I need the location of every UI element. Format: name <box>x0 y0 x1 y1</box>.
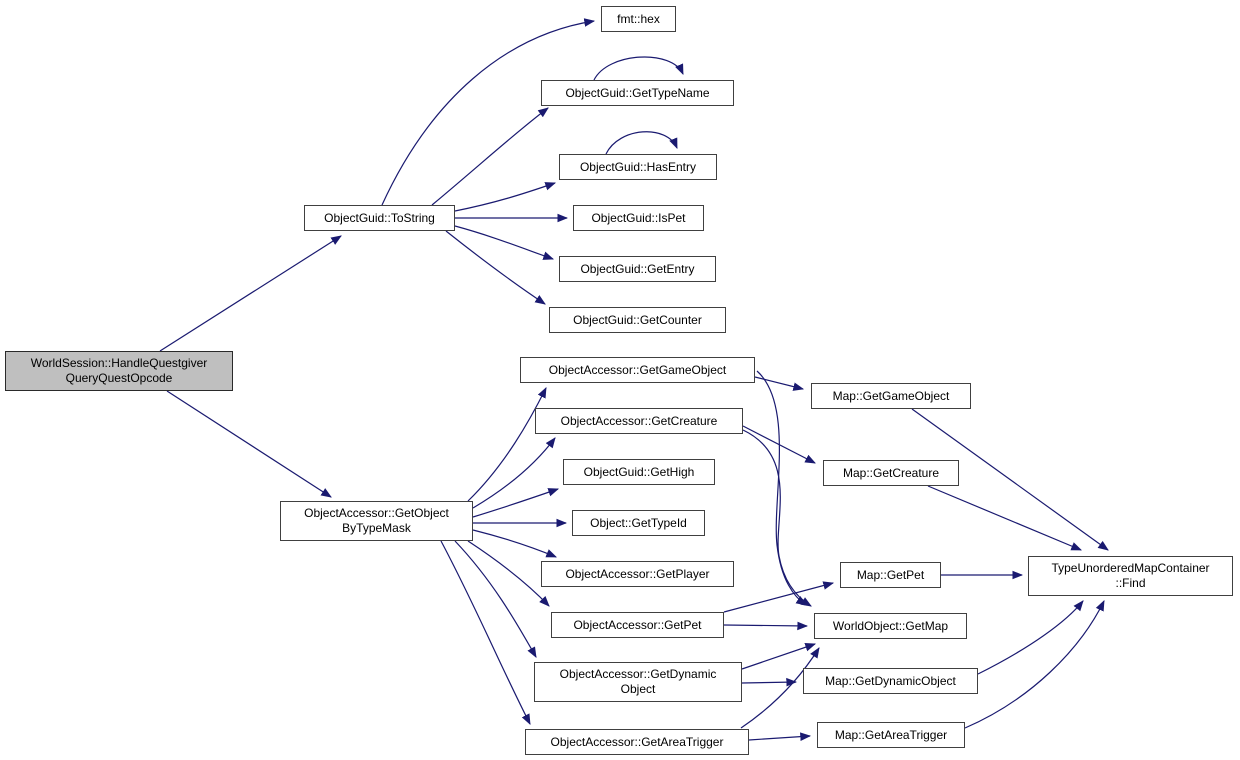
edge-root-to-toString <box>159 235 342 352</box>
edge-getTypeName-to-getTypeName <box>593 56 684 81</box>
node-isPet[interactable]: ObjectGuid::IsPet <box>573 205 704 231</box>
edge-mapGetAreaTrigger-to-find <box>964 600 1105 729</box>
edge-oaGetGameObject-to-getMap <box>756 370 807 606</box>
edge-oaGetCreature-to-mapGetCreature <box>742 425 816 464</box>
edge-toString-to-hasEntry <box>454 182 557 212</box>
edge-toString-to-getCounter <box>445 230 546 305</box>
node-oaGetPet[interactable]: ObjectAccessor::GetPet <box>551 612 724 638</box>
edge-oaGetAreaTrigger-to-mapGetAreaTrigger <box>748 732 812 741</box>
edge-oaGetDynamicObject-to-getMap <box>741 643 817 670</box>
edge-toString-to-getEntry <box>454 225 555 260</box>
node-getTypeName[interactable]: ObjectGuid::GetTypeName <box>541 80 734 106</box>
edge-toString-to-getTypeName <box>431 107 549 206</box>
node-getTypeId[interactable]: Object::GetTypeId <box>572 510 705 536</box>
node-oaGetDynamicObject[interactable]: ObjectAccessor::GetDynamic Object <box>534 662 742 702</box>
edge-oaGetPet-to-getMap <box>723 621 809 631</box>
node-getEntry[interactable]: ObjectGuid::GetEntry <box>559 256 716 282</box>
node-oaGetGameObject[interactable]: ObjectAccessor::GetGameObject <box>520 357 755 383</box>
edge-oaGetDynamicObject-to-mapGetDynamicObject <box>741 677 798 687</box>
node-mapGetAreaTrigger[interactable]: Map::GetAreaTrigger <box>817 722 965 748</box>
edge-mapGetGameObject-to-find <box>911 408 1109 551</box>
edge-mapGetDynamicObject-to-find <box>977 600 1084 675</box>
node-mapGetGameObject[interactable]: Map::GetGameObject <box>811 383 971 409</box>
edge-toString-to-fmtHex <box>381 18 596 206</box>
node-mapGetPet[interactable]: Map::GetPet <box>840 562 941 588</box>
edge-byTypeMask-to-oaGetDynamicObject <box>454 540 537 658</box>
node-byTypeMask[interactable]: ObjectAccessor::GetObject ByTypeMask <box>280 501 473 541</box>
edge-byTypeMask-to-oaGetAreaTrigger <box>440 540 531 725</box>
node-getHigh[interactable]: ObjectGuid::GetHigh <box>563 459 715 485</box>
node-getMap[interactable]: WorldObject::GetMap <box>814 613 967 639</box>
edge-oaGetAreaTrigger-to-getMap <box>740 647 820 729</box>
edge-byTypeMask-to-oaGetPet <box>467 540 550 607</box>
node-mapGetDynamicObject[interactable]: Map::GetDynamicObject <box>803 668 978 694</box>
node-find[interactable]: TypeUnorderedMapContainer ::Find <box>1028 556 1233 596</box>
edge-byTypeMask-to-oaGetCreature <box>472 437 556 509</box>
node-toString[interactable]: ObjectGuid::ToString <box>304 205 455 231</box>
node-oaGetAreaTrigger[interactable]: ObjectAccessor::GetAreaTrigger <box>525 729 749 755</box>
edge-oaGetPet-to-mapGetPet <box>723 581 835 613</box>
node-oaGetPlayer[interactable]: ObjectAccessor::GetPlayer <box>541 561 734 587</box>
edge-byTypeMask-to-oaGetPlayer <box>472 529 557 558</box>
node-oaGetCreature[interactable]: ObjectAccessor::GetCreature <box>535 408 743 434</box>
edge-hasEntry-to-hasEntry <box>605 131 678 155</box>
node-fmtHex[interactable]: fmt::hex <box>601 6 676 32</box>
node-getCounter[interactable]: ObjectGuid::GetCounter <box>549 307 726 333</box>
edge-mapGetCreature-to-find <box>927 485 1082 551</box>
edge-byTypeMask-to-getHigh <box>472 488 560 518</box>
node-root: WorldSession::HandleQuestgiver QueryQues… <box>5 351 233 391</box>
edge-byTypeMask-to-oaGetGameObject <box>467 387 547 502</box>
node-mapGetCreature[interactable]: Map::GetCreature <box>823 460 959 486</box>
edge-oaGetGameObject-to-mapGetGameObject <box>754 376 805 391</box>
edge-root-to-byTypeMask <box>166 390 332 498</box>
node-hasEntry[interactable]: ObjectGuid::HasEntry <box>559 154 717 180</box>
